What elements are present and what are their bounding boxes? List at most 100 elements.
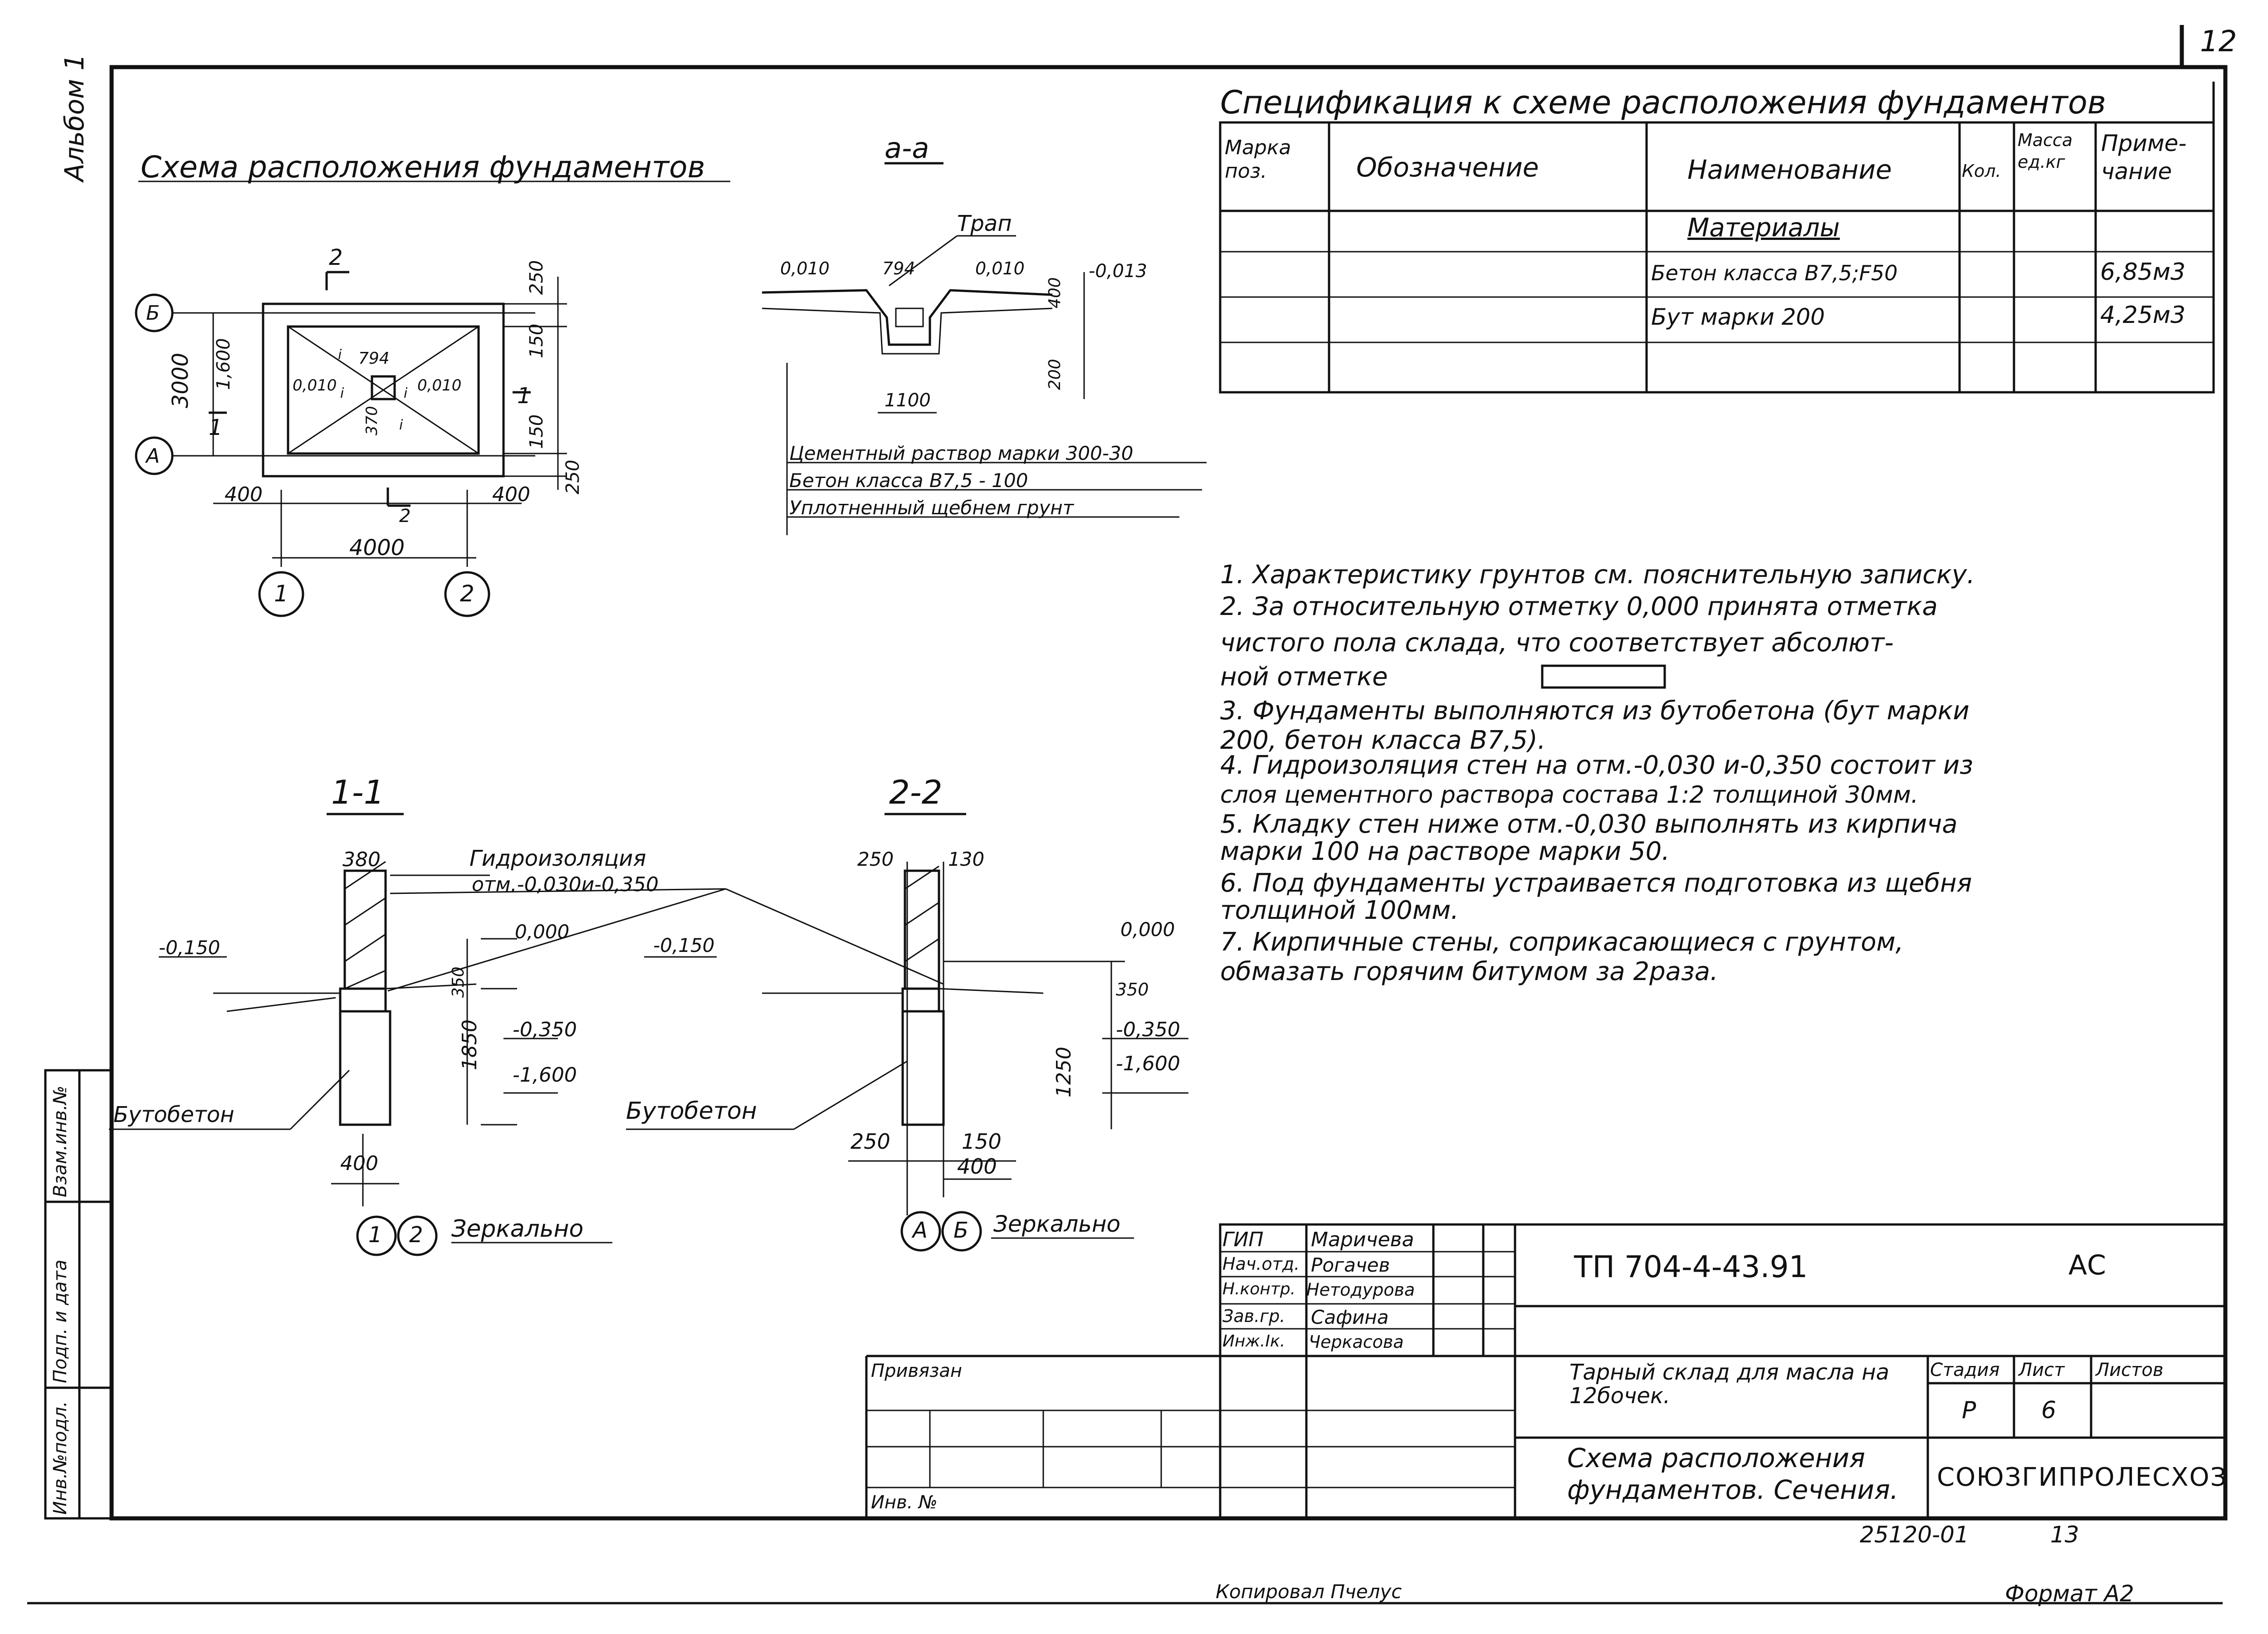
role-5: Инж.Iк. — [1222, 1332, 1286, 1351]
s22-dim-250-top: 250 — [857, 848, 894, 870]
name-3: Нетодурова — [1306, 1280, 1415, 1300]
dim-4000: 4000 — [349, 535, 405, 561]
aa-slope-left: 0,010 — [780, 259, 830, 278]
dim-400-right: 400 — [492, 483, 530, 506]
slope-left: 0,010 — [293, 376, 337, 395]
axis-1: 1 — [274, 580, 288, 607]
s11-dim-400: 400 — [340, 1152, 378, 1175]
s22-dim-250-bottom: 250 — [850, 1129, 890, 1154]
note-3a: 3. Фундаменты выполняются из бутобетона … — [1220, 696, 1970, 726]
stamp-sheet-title: Схема расположения фундаментов. Сечения. — [1567, 1443, 1899, 1505]
s22-axis-b: Б — [953, 1218, 968, 1243]
sheet-label: Лист — [2019, 1360, 2065, 1380]
sheet-value: 6 — [2041, 1397, 2057, 1424]
album-label: Альбом 1 — [59, 54, 90, 181]
spec-row-1-note: 6,85м3 — [2100, 259, 2186, 286]
tied-label: Привязан — [871, 1361, 963, 1381]
role-4: Зав.гр. — [1222, 1306, 1286, 1326]
spec-header-name: Наименование — [1687, 154, 1892, 185]
format-label: Формат А2 — [2005, 1580, 2134, 1607]
s22-level-ground: -0,150 — [653, 934, 715, 956]
spec-header-note: Приме- чание — [2101, 130, 2187, 185]
note-4b: слоя цементного раствора состава 1:2 тол… — [1220, 781, 1919, 809]
aa-layer-2: Бетон класса В7,5 - 100 — [789, 469, 1028, 492]
name-2: Рогачев — [1311, 1254, 1390, 1276]
slope-right: 0,010 — [417, 376, 462, 395]
note-7b: обмазать горячим битумом за 2раза. — [1220, 957, 1718, 986]
slope-i-2: i — [399, 417, 403, 433]
spec-group-materials: Материалы — [1687, 213, 1840, 243]
slope-i-1: i — [338, 347, 342, 363]
axis-2: 2 — [460, 580, 474, 607]
s22-dim-150: 150 — [962, 1129, 1002, 1154]
note-2c: ной отметке — [1220, 662, 1388, 692]
stamp-mark: АС — [2068, 1249, 2106, 1281]
s11-axis-1: 1 — [368, 1222, 382, 1248]
order-number: 25120-01 — [1860, 1522, 1969, 1548]
stage-value: Р — [1962, 1397, 1976, 1424]
s22-dim-400: 400 — [957, 1154, 997, 1179]
section-aa-title: а-а — [885, 132, 929, 165]
dim-150-top: 150 — [526, 323, 547, 358]
s11-dim-350: 350 — [449, 966, 468, 998]
spec-row-1-name: Бетон класса В7,5;F50 — [1651, 261, 1898, 285]
spec-row-2-note: 4,25м3 — [2100, 302, 2186, 329]
section-mark-1-right: 1 — [517, 383, 531, 409]
note-4a: 4. Гидроизоляция стен на отм.-0,030 и-0,… — [1220, 751, 1973, 780]
s11-mirror: Зеркально — [451, 1215, 584, 1243]
spec-header-mark: Марка поз. — [1225, 136, 1291, 183]
level-1600: 1,600 — [213, 338, 234, 390]
s11-dim-1850: 1850 — [458, 1019, 481, 1070]
aa-dim-400: 400 — [1046, 277, 1064, 308]
section-22-title: 2-2 — [889, 773, 943, 811]
section-mark-2-top: 2 — [329, 245, 343, 270]
section-aa — [762, 162, 1207, 535]
aa-dim-200: 200 — [1046, 359, 1064, 390]
note-6b: толщиной 100мм. — [1220, 896, 1459, 925]
inv-label: Инв. № — [871, 1492, 938, 1513]
role-1: ГИП — [1222, 1228, 1264, 1251]
s11-material: Бутобетон — [113, 1102, 235, 1127]
note-6a: 6. Под фундаменты устраивается подготовк… — [1220, 868, 1972, 898]
waterproof-levels: отм.-0,030и-0,350 — [472, 873, 659, 896]
s22-mirror: Зеркально — [993, 1211, 1121, 1237]
section-mark-1-left: 1 — [209, 415, 223, 440]
stage-label: Стадия — [1930, 1360, 2000, 1380]
title-block-grid — [865, 1223, 2227, 1520]
drain-label: Трап — [957, 211, 1012, 236]
aa-layer-1: Цементный раствор марки 300-30 — [789, 442, 1134, 464]
spec-title: Спецификация к схеме расположения фундам… — [1220, 84, 2107, 121]
s11-dim-380: 380 — [342, 848, 381, 871]
sheet-number: 12 — [2200, 25, 2237, 59]
aa-layer-3: Уплотненный щебнем грунт — [789, 497, 1074, 519]
dim-370-plan: 370 — [363, 406, 381, 435]
section-11 — [109, 813, 726, 1256]
stamp-code: ТП 704-4-43.91 — [1574, 1249, 1808, 1284]
dim-250-bottom: 250 — [562, 459, 583, 494]
note-7a: 7. Кирпичные стены, соприкасающиеся с гр… — [1220, 927, 1904, 957]
name-1: Маричева — [1311, 1228, 1414, 1251]
order-sheet: 13 — [2050, 1522, 2079, 1548]
slope-i-3: i — [340, 385, 344, 401]
copied-by: Копировал Пчелус — [1216, 1580, 1402, 1603]
side-stamp-sign: Подп. и дата — [50, 1259, 71, 1383]
waterproof-label: Гидроизоляция — [469, 846, 646, 871]
stamp-project: Тарный склад для масла на 12бочек. — [1569, 1360, 1890, 1409]
s22-dim-130: 130 — [948, 848, 985, 870]
note-1: 1. Характеристику грунтов см. пояснитель… — [1220, 560, 1975, 590]
s11-level-ground: -0,150 — [159, 937, 220, 959]
note-2a: 2. За относительную отметку 0,000 принят… — [1220, 592, 1938, 621]
aa-dim-794: 794 — [882, 259, 915, 278]
s22-level-floor: 0,000 — [1120, 918, 1175, 941]
side-stamp — [44, 1069, 113, 1520]
aa-level: -0,013 — [1089, 261, 1147, 282]
dim-794-plan: 794 — [358, 349, 390, 368]
side-stamp-inv: Инв.№подл. — [50, 1401, 71, 1515]
spec-header-mass: Масса ед.кг — [2018, 130, 2073, 172]
role-2: Нач.отд. — [1222, 1254, 1300, 1274]
role-3: Н.контр. — [1222, 1280, 1296, 1298]
name-4: Сафина — [1311, 1306, 1389, 1328]
s11-level-350: -0,350 — [513, 1018, 577, 1041]
note-5b: марки 100 на растворе марки 50. — [1220, 837, 1670, 866]
